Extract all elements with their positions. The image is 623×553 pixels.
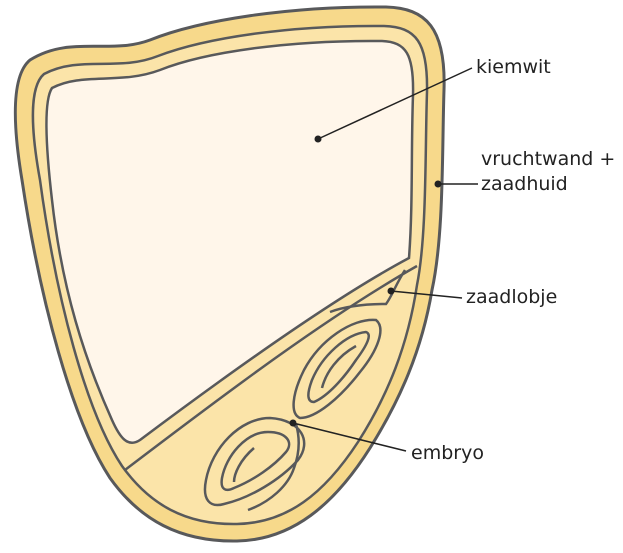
label-vruchtwand-zaadhuid: vruchtwand + zaadhuid: [481, 147, 615, 197]
label-vruchtwand-line2: zaadhuid: [481, 172, 615, 197]
label-kiemwit: kiemwit: [476, 55, 551, 80]
label-embryo: embryo: [411, 441, 484, 466]
kiemwit-leader-dot: [315, 136, 322, 143]
embryo-leader-dot: [290, 420, 297, 427]
zaadlobje-leader-dot: [388, 288, 395, 295]
label-vruchtwand-line1: vruchtwand +: [481, 147, 615, 172]
vruchtwand-leader-dot: [435, 181, 442, 188]
label-zaadlobje: zaadlobje: [466, 285, 557, 310]
